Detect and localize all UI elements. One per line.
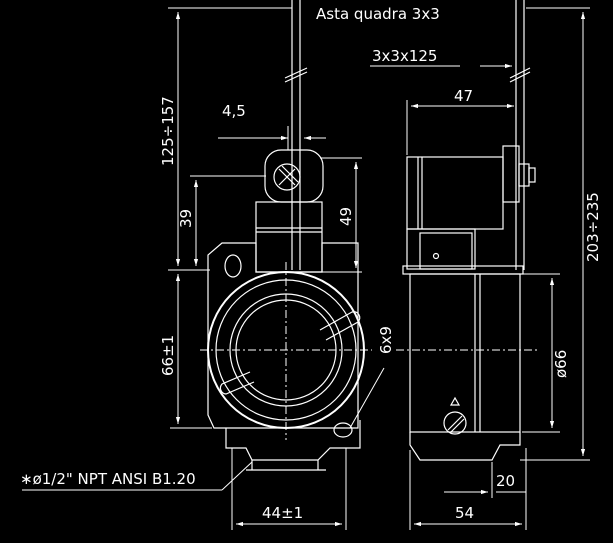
- rod-note: Asta quadra 3x3: [316, 5, 440, 23]
- total-height-dimension: 203÷235: [584, 192, 602, 262]
- dimension-39: 39: [177, 209, 195, 228]
- side-view: [396, 0, 540, 461]
- height-range-dimension: 125÷157: [159, 96, 177, 166]
- rod-size-label: 3x3x125: [372, 47, 437, 65]
- dimension-20: 20: [496, 472, 515, 490]
- width-left-dimension: 44±1: [262, 504, 303, 522]
- dimension-47: 47: [454, 87, 473, 105]
- dimensions: [22, 7, 590, 530]
- dimension-66: 66±1: [159, 335, 177, 376]
- dimension-54: 54: [455, 504, 474, 522]
- dimension-49: 49: [337, 207, 355, 226]
- front-view: [200, 0, 372, 471]
- diameter-dimension: ø66: [552, 350, 570, 378]
- offset-dimension: 4,5: [222, 102, 246, 120]
- thread-note: ∗ø1/2" NPT ANSI B1.20: [20, 470, 196, 488]
- holes-dimension: 6x9: [377, 326, 395, 354]
